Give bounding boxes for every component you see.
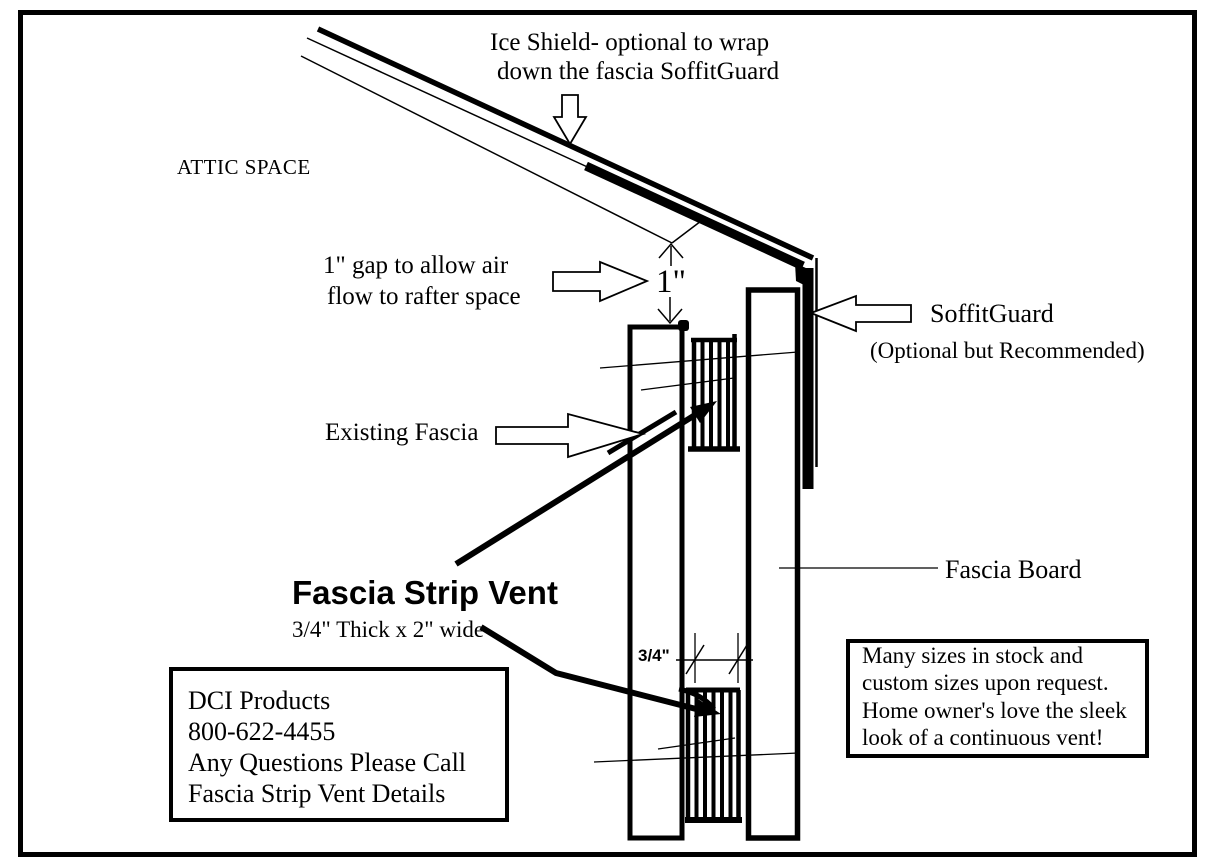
soffitguard-sub-label: (Optional but Recommended) <box>870 338 1145 363</box>
break-line <box>657 737 736 750</box>
fascia-board-assembly <box>745 258 818 841</box>
ice-shield-note-line1: Ice Shield- optional to wrap <box>490 29 769 56</box>
break-line <box>599 351 799 369</box>
upper-strip-vent <box>688 334 740 452</box>
contact-line: Any Questions Please Call <box>188 748 466 777</box>
soffitguard-label: SoffitGuard <box>930 299 1054 328</box>
fascia-board-label: Fascia Board <box>945 555 1081 584</box>
lower-leader-arrowhead <box>694 699 721 717</box>
fascia-strip-vent-title: Fascia Strip Vent <box>292 574 558 611</box>
fascia-board <box>745 287 801 841</box>
gap-dimension-label: 1" <box>656 264 686 300</box>
gap-note-line1: 1" gap to allow air <box>323 252 509 279</box>
callout-arrows <box>495 94 912 459</box>
ice-shield-band <box>584 161 805 271</box>
contact-line: 800-622-4455 <box>188 717 335 746</box>
existing-fascia-right-arrow-icon <box>495 412 647 459</box>
soffitguard-left-arrow-icon <box>808 294 912 333</box>
existing-fascia-assembly <box>627 320 689 841</box>
ice-shield-note-line2: down the fascia SoffitGuard <box>497 58 780 85</box>
gap-right-arrow-icon <box>552 260 650 303</box>
upper-leader-arrowhead <box>690 401 717 423</box>
gap-dimension-marks <box>657 242 684 325</box>
rafter-bottom-line <box>300 55 673 244</box>
existing-fascia-label: Existing Fascia <box>325 419 478 446</box>
thickness-dimension-marks <box>676 633 753 683</box>
gap-note-line2: flow to rafter space <box>327 283 521 310</box>
marketing-line: Home owner's love the sleek <box>862 698 1127 723</box>
ice-shield-down-arrow-icon <box>552 94 588 146</box>
attic-space-label: ATTIC SPACE <box>177 155 311 179</box>
lower-leader-line <box>479 624 701 713</box>
break-line <box>640 377 735 391</box>
tick-mark <box>685 644 705 675</box>
thickness-dimension-label: 3/4" <box>638 646 670 665</box>
break-line <box>593 752 799 763</box>
marketing-box-border <box>846 639 1149 758</box>
dimension-arrow-down <box>657 308 683 325</box>
lower-leader-companion <box>678 686 716 711</box>
contact-line: DCI Products <box>188 686 330 715</box>
soffitguard-membrane <box>802 268 814 489</box>
fascia-strip-vent-subtitle: 3/4" Thick x 2" wide <box>292 617 484 642</box>
marketing-line: custom sizes upon request. <box>862 670 1109 695</box>
marketing-line: look of a continuous vent! <box>862 725 1103 750</box>
roof-underside-line <box>306 37 595 171</box>
break-lines <box>593 351 799 763</box>
roof-deck-line <box>316 26 815 261</box>
existing-fascia-board <box>627 324 685 841</box>
tick-mark <box>728 644 748 675</box>
contact-box: DCI Products 800-622-4455 Any Questions … <box>169 667 509 822</box>
roof-lines <box>300 26 815 287</box>
vent-leader-lines <box>454 401 721 717</box>
contact-box-border <box>169 667 509 822</box>
upper-leader-line <box>454 407 705 567</box>
upper-leader-companion <box>606 409 678 456</box>
fascia-top-corner-dot <box>678 320 689 331</box>
drawing-border <box>18 10 1197 857</box>
contact-line: Fascia Strip Vent Details <box>188 779 445 808</box>
dimension-arrow-up <box>658 242 684 259</box>
marketing-line: Many sizes in stock and <box>862 643 1084 668</box>
marketing-box: Many sizes in stock and custom sizes upo… <box>846 639 1149 758</box>
